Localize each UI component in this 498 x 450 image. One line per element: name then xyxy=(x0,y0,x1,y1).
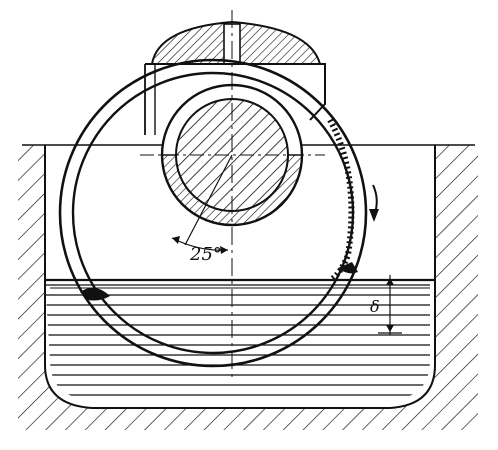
depth-label: δ xyxy=(370,297,380,316)
rotation-arrow xyxy=(369,184,379,222)
oil-bath xyxy=(45,278,435,400)
oil-ring xyxy=(58,58,368,368)
angle-annotation: 25° xyxy=(171,154,233,265)
oil-splash xyxy=(80,287,110,301)
oil-film-on-ring xyxy=(327,118,355,283)
bearing-cap xyxy=(144,20,326,135)
angle-label: 25° xyxy=(189,244,222,265)
immersion-depth-dimension: δ xyxy=(370,275,402,335)
